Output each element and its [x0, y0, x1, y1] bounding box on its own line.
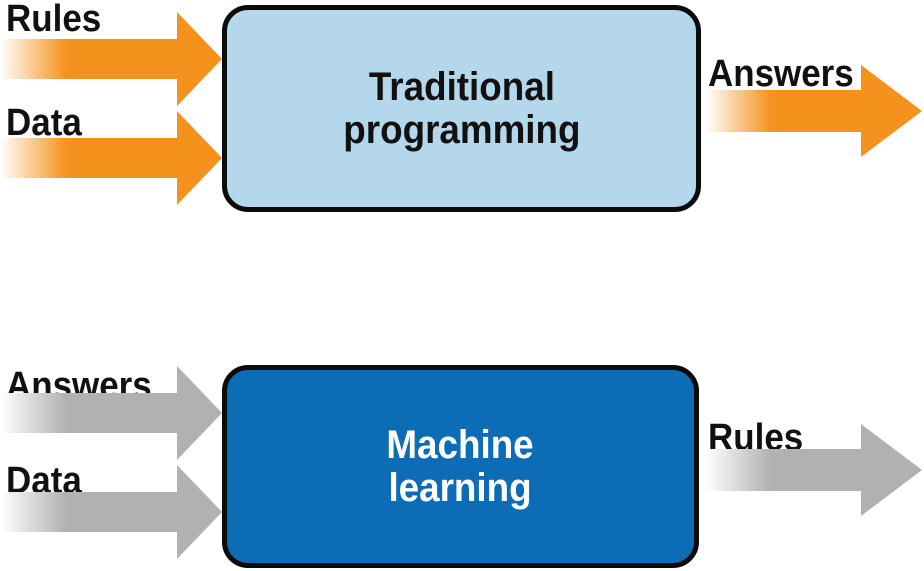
rules-input-arrow-icon — [0, 12, 222, 106]
box-title-line1: Traditional — [368, 64, 555, 109]
data-input-arrow-icon — [0, 111, 222, 205]
box-title-line2: programming — [342, 107, 581, 152]
top-input-label-rules-text: Rules — [6, 0, 102, 40]
box-title-line2: learning — [388, 465, 533, 510]
machine-learning-box: Machine learning — [222, 365, 699, 568]
top-input-label-rules: Rules — [6, 0, 109, 38]
top-output-label-answers-text: Answers — [708, 53, 854, 95]
top-input-label-data-text: Data — [6, 102, 82, 144]
answers-output-arrow-icon — [706, 65, 922, 157]
top-output-label-answers: Answers — [708, 55, 866, 93]
traditional-programming-box: Traditional programming — [222, 5, 701, 212]
traditional-programming-box-title: Traditional programming — [342, 64, 581, 152]
box-title-line1: Machine — [386, 422, 535, 467]
rules-output-arrow-icon — [706, 424, 922, 516]
machine-learning-box-title: Machine learning — [386, 422, 535, 510]
top-input-label-data: Data — [6, 104, 88, 142]
data-input-arrow-bottom-icon — [0, 465, 222, 559]
answers-input-arrow-icon — [0, 366, 222, 460]
